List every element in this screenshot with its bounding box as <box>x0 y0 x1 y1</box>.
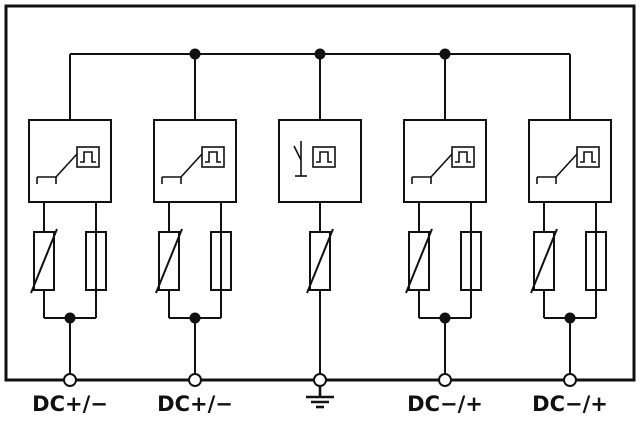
varistor-icon <box>155 228 183 294</box>
terminal-label: DC+/− <box>157 392 233 416</box>
branch-2: DC+/− <box>153 54 237 416</box>
spark-gap-icon <box>293 141 307 177</box>
branch-3-earth <box>278 54 362 409</box>
thermal-disconnector-icon <box>411 153 453 184</box>
branch-1: DC+/− <box>28 54 112 416</box>
thermal-disconnector-icon <box>161 153 203 184</box>
thermal-disconnector-icon <box>536 153 578 184</box>
varistor-icon <box>30 228 58 294</box>
branch-4: DC−/+ <box>403 54 487 416</box>
terminal-circle <box>188 373 202 387</box>
varistor-icon <box>405 228 433 294</box>
status-pulse-icon <box>201 146 225 168</box>
terminal-circle <box>438 373 452 387</box>
status-pulse-icon <box>312 146 336 168</box>
earth-ground-icon <box>306 386 334 409</box>
varistor-icon <box>306 228 334 294</box>
status-pulse-icon <box>451 146 475 168</box>
status-pulse-icon <box>76 146 100 168</box>
terminal-circle <box>563 373 577 387</box>
thermal-disconnector-icon <box>36 153 78 184</box>
fuse-icon <box>85 202 107 318</box>
fuse-icon <box>585 202 607 318</box>
branch-5: DC−/+ <box>528 54 612 416</box>
terminal-label: DC−/+ <box>407 392 483 416</box>
varistor-icon <box>530 228 558 294</box>
terminal-label: DC−/+ <box>532 392 608 416</box>
terminal-label: DC+/− <box>32 392 108 416</box>
fuse-icon <box>210 202 232 318</box>
status-pulse-icon <box>576 146 600 168</box>
terminal-circle <box>313 373 327 387</box>
terminal-circle <box>63 373 77 387</box>
fuse-icon <box>460 202 482 318</box>
